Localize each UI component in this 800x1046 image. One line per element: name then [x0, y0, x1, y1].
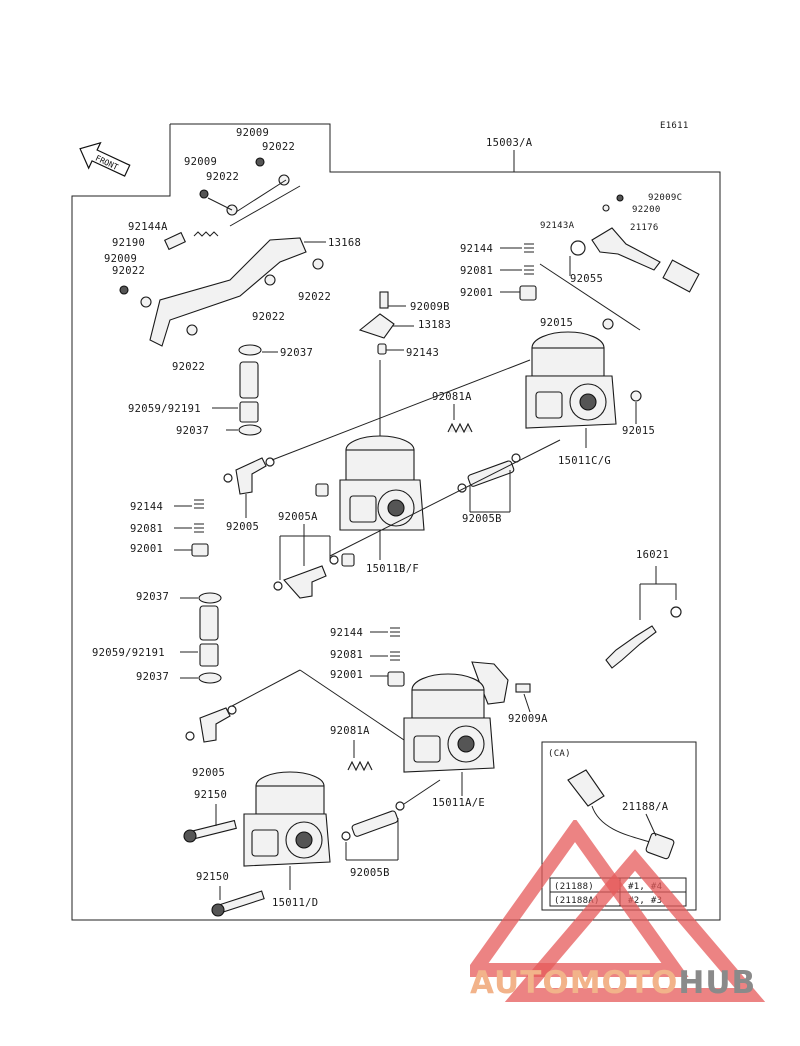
part-label: 92081: [130, 523, 163, 535]
carburetor-center: 92009B 13183 92143 92081A 15011B/F 92005…: [315, 291, 521, 575]
part-label: 92081A: [432, 391, 472, 403]
part-label: 92037: [280, 347, 313, 359]
part-label: 92009B: [410, 301, 450, 313]
carburetor-lower-left: 92150 92150 15011/D 92005B: [183, 771, 441, 917]
left-fittings-lower: 92037 92059/92191 92037 92005: [92, 591, 405, 779]
watermark-triangle-logo: [470, 820, 766, 1002]
inset-table-part: (21188A): [554, 896, 600, 906]
watermark-word-a: AUTOMOTO: [470, 965, 679, 1001]
part-label: 92022: [172, 361, 205, 373]
part-label: 92143A: [540, 221, 575, 231]
part-label: 92022: [298, 291, 331, 303]
inset-table-cyl: #1, #4: [628, 882, 662, 892]
part-label: 92037: [136, 591, 169, 603]
diagram-frame: [71, 123, 721, 921]
part-label: 92059/92191: [128, 403, 201, 415]
left-fittings-upper: 92037 92059/92191 92037 92144 92081 9200…: [128, 344, 339, 599]
part-label: 92081: [330, 649, 363, 661]
part-label: 15011B/F: [366, 563, 419, 575]
part-label: 92144: [460, 243, 493, 255]
carburetor-lower-right: 92144 92081 92001 92009A 92081A 15011A/E: [330, 627, 548, 809]
part-label: 15011A/E: [432, 797, 485, 809]
sensor-16021: 16021: [605, 549, 682, 669]
part-label: 92001: [330, 669, 363, 681]
inset-part: 21188/A: [622, 801, 669, 813]
upper-bracket-group: 92009 92022 92009 92022 92144A 92190 920…: [104, 127, 361, 373]
diagram-code: E1611: [660, 121, 689, 131]
watermark-word-b: HUB: [678, 965, 757, 1001]
part-label: 92055: [570, 273, 603, 285]
part-label: 92081A: [330, 725, 370, 737]
part-label: 92005B: [350, 867, 390, 879]
part-label: 92015: [540, 317, 573, 329]
part-label: 92190: [112, 237, 145, 249]
part-label: 92022: [206, 171, 239, 183]
part-label: 92009C: [648, 193, 682, 203]
part-label: 92144: [330, 627, 363, 639]
inset-region: (CA): [548, 749, 571, 759]
part-label: 92005A: [278, 511, 318, 523]
part-label: 13183: [418, 319, 451, 331]
part-label: 92001: [460, 287, 493, 299]
part-label: 92009: [104, 253, 137, 265]
part-label: 92009A: [508, 713, 548, 725]
carburetor-right: 92009C 92200 92143A 21176 92144 92081 92…: [460, 193, 700, 467]
part-label: 92009: [236, 127, 269, 139]
part-label: 13168: [328, 237, 361, 249]
part-label: 92005: [226, 521, 259, 533]
part-label: 92005B: [462, 513, 502, 525]
part-label: 92144A: [128, 221, 168, 233]
part-label: 92150: [194, 789, 227, 801]
part-label: 16021: [636, 549, 669, 561]
part-label: 92009: [184, 156, 217, 168]
inset-table-cyl: #2, #3: [628, 896, 662, 906]
inset-table-part: (21188): [554, 882, 594, 892]
part-label: 92001: [130, 543, 163, 555]
part-label: 92059/92191: [92, 647, 165, 659]
part-label: 92150: [196, 871, 229, 883]
part-label: 92037: [176, 425, 209, 437]
part-label: 15011/D: [272, 897, 318, 909]
part-label: 92022: [112, 265, 145, 277]
part-label: 21176: [630, 223, 659, 233]
part-label: 92143: [406, 347, 439, 359]
part-label: 92022: [252, 311, 285, 323]
part-label: 92144: [130, 501, 163, 513]
part-label: 92037: [136, 671, 169, 683]
part-label: 92200: [632, 205, 661, 215]
assembly-label: 15003/A: [486, 137, 533, 149]
part-label: 92005: [192, 767, 225, 779]
watermark-text: AUTOMOTOHUB: [470, 965, 756, 1001]
part-label: 92015: [622, 425, 655, 437]
front-arrow-icon: FRONT: [79, 141, 131, 177]
part-label: 15011C/G: [558, 455, 611, 467]
part-label: 92081: [460, 265, 493, 277]
part-label: 92022: [262, 141, 295, 153]
